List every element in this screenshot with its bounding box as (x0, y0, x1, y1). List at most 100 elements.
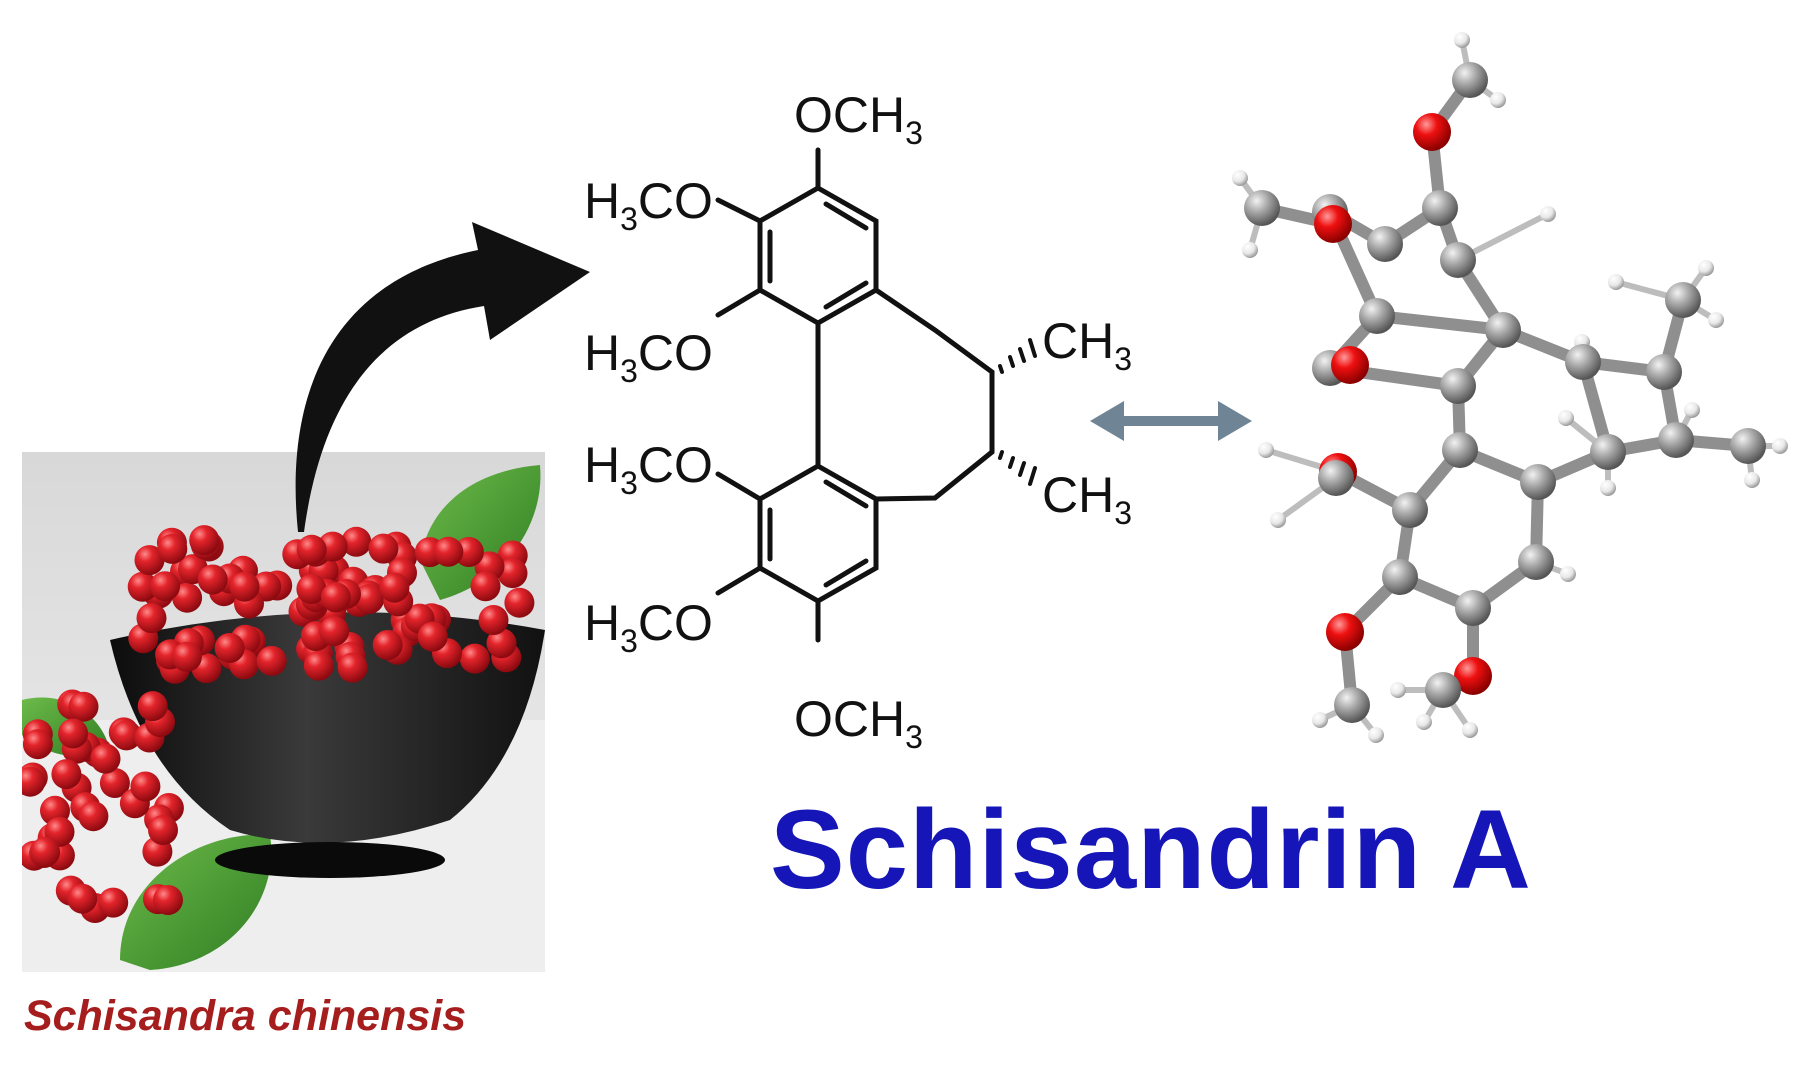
hydrogen-atom (1390, 682, 1406, 698)
hashed-wedge (998, 450, 1037, 486)
carbon-atom (1442, 432, 1478, 468)
left-substituent-label: H3​CO (584, 173, 713, 237)
berry (172, 582, 203, 613)
hydrogen-atom (1490, 92, 1506, 108)
berry (30, 837, 61, 867)
berry (372, 630, 403, 660)
carbon-atom (1244, 190, 1280, 226)
hydrogen-atom (1312, 712, 1328, 728)
berry (379, 572, 410, 603)
hydrogen-atom (1558, 410, 1574, 426)
berry (22, 766, 46, 797)
hydrogen-atom (1744, 472, 1760, 488)
berry (157, 533, 188, 564)
hydrogen-atom (1270, 512, 1286, 528)
carbon-atom (1318, 460, 1354, 496)
schisandra-photo (22, 452, 545, 972)
model-bond (1371, 310, 1509, 336)
hydrogen-atom (1560, 566, 1576, 582)
carbon-atom (1730, 428, 1766, 464)
upper-benzene-ring (757, 185, 879, 326)
berry (256, 645, 287, 676)
berry (22, 729, 53, 760)
berry (417, 621, 448, 652)
carbon-atom (1485, 312, 1521, 348)
hydrogen-atom (1540, 206, 1556, 222)
ball-and-stick-model (1232, 32, 1788, 743)
hydrogen-atom (1698, 260, 1714, 276)
berry (134, 545, 165, 576)
carbon-atom (1665, 282, 1701, 318)
methyl-label: CH3​ (1042, 313, 1132, 377)
berry (197, 564, 228, 595)
berry (98, 887, 129, 918)
carbon-atom (1520, 464, 1556, 500)
carbon-atom (1392, 492, 1428, 528)
berry (136, 603, 167, 634)
methyl-label: CH3​ (1042, 467, 1132, 531)
berry (127, 571, 158, 602)
structural-formula (715, 147, 1037, 643)
berry (153, 885, 183, 915)
hashed-wedge (998, 338, 1037, 374)
berry-cluster (22, 525, 535, 923)
bottom-substituent-label: OCH3​ (794, 691, 923, 755)
carbon-atom (1518, 544, 1554, 580)
berry (171, 641, 202, 672)
hydrogen-atom (1772, 438, 1788, 454)
oxygen-atom (1454, 657, 1492, 695)
berry (354, 584, 385, 614)
berry (214, 633, 245, 663)
extraction-arrow (295, 222, 590, 532)
oxygen-atom (1413, 113, 1451, 151)
left-substituent-label: H3​CO (584, 595, 713, 659)
berry (296, 574, 327, 604)
berry (51, 759, 82, 790)
cyclooctadiene-ring (873, 287, 995, 502)
carbon-atom (1367, 226, 1403, 262)
hydrogen-atom (1600, 480, 1616, 496)
berry (58, 718, 89, 749)
carbon-atom (1425, 672, 1461, 708)
carbon-atom (1452, 62, 1488, 98)
carbon-atom (1334, 687, 1370, 723)
berry (150, 571, 180, 602)
hydrogen-atom (1242, 242, 1258, 258)
hydrogen-atom (1454, 32, 1470, 48)
berry (368, 533, 399, 564)
berry (497, 558, 528, 589)
berry (137, 691, 168, 722)
berry (337, 652, 368, 683)
left-substituent-label: H3​CO (584, 437, 713, 501)
berry (111, 720, 142, 751)
berry (459, 643, 490, 674)
top-substituent-label: OCH3​ (794, 87, 923, 151)
oxygen-atom (1326, 613, 1364, 651)
carbon-atom (1359, 298, 1395, 334)
berry (433, 536, 464, 567)
berry (296, 534, 327, 565)
bowl-foot (215, 842, 445, 878)
carbon-atom (1590, 434, 1626, 470)
carbon-atom (1565, 344, 1601, 380)
berry (130, 771, 161, 802)
berry (478, 605, 509, 635)
berry (504, 587, 535, 618)
hydrogen-atom (1258, 442, 1274, 458)
berry (341, 526, 372, 557)
structure-labels: OCH3​ H3​CO H3​CO H3​CO H3​CO OCH3​ CH3​… (584, 87, 1132, 755)
berry (99, 768, 130, 798)
berry (320, 582, 351, 613)
hydrogen-atom (1684, 402, 1700, 418)
hydrogen-atom (1708, 312, 1724, 328)
berry (470, 571, 501, 602)
berry (319, 616, 350, 647)
carbon-atom (1455, 590, 1491, 626)
hydrogen-atom (1232, 170, 1248, 186)
species-caption: Schisandra chinensis (24, 992, 467, 1040)
hydrogen-atom (1462, 722, 1478, 738)
oxygen-atom (1314, 205, 1352, 243)
berry (189, 525, 220, 556)
hydrogen-atom (1416, 714, 1432, 730)
